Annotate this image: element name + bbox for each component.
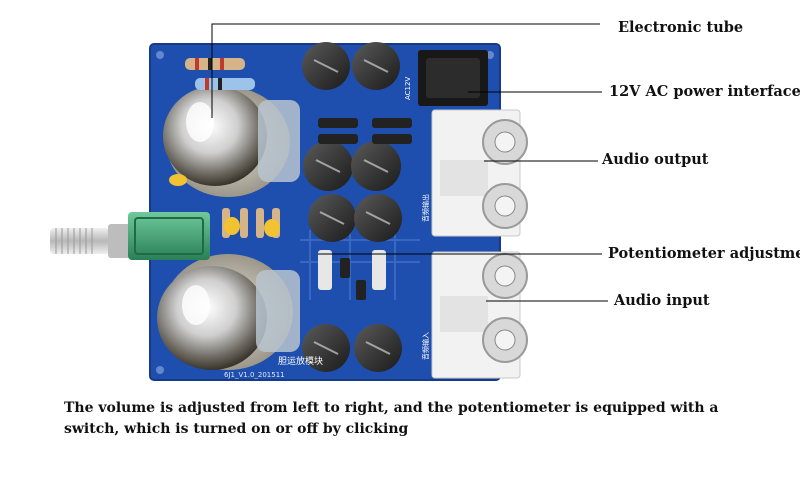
- callout-audio-input: Audio input: [614, 292, 710, 309]
- audio-input-jacks: [431, 251, 528, 379]
- silkscreen-output-jack: 音频输出: [421, 194, 430, 222]
- callout-electronic-tube: Electronic tube: [618, 19, 744, 36]
- silkscreen-version: 6J1_V1.0_201511: [224, 371, 285, 379]
- callout-audio-output: Audio output: [602, 151, 709, 168]
- callout-power-interface: 12V AC power interface: [609, 83, 800, 100]
- silkscreen-module-title: 胆运放模块: [278, 355, 323, 367]
- silkscreen-input-jack: 音频输入: [421, 332, 430, 360]
- capacitors: [302, 42, 402, 372]
- resistors-top: [185, 58, 255, 90]
- callout-lines: [211, 23, 608, 302]
- figure-caption: The volume is adjusted from left to righ…: [64, 400, 719, 437]
- electronic-tube-bottom: [157, 254, 300, 370]
- diodes: [318, 118, 412, 144]
- small-components: [169, 174, 386, 300]
- audio-output-jacks: [431, 109, 528, 237]
- silkscreen-power-jack: AC12V: [404, 77, 412, 100]
- electronic-tube-top: [163, 86, 300, 197]
- callout-potentiometer: Potentiometer adjustment: [608, 245, 800, 262]
- potentiometer: [50, 212, 210, 260]
- power-jack: [418, 50, 488, 106]
